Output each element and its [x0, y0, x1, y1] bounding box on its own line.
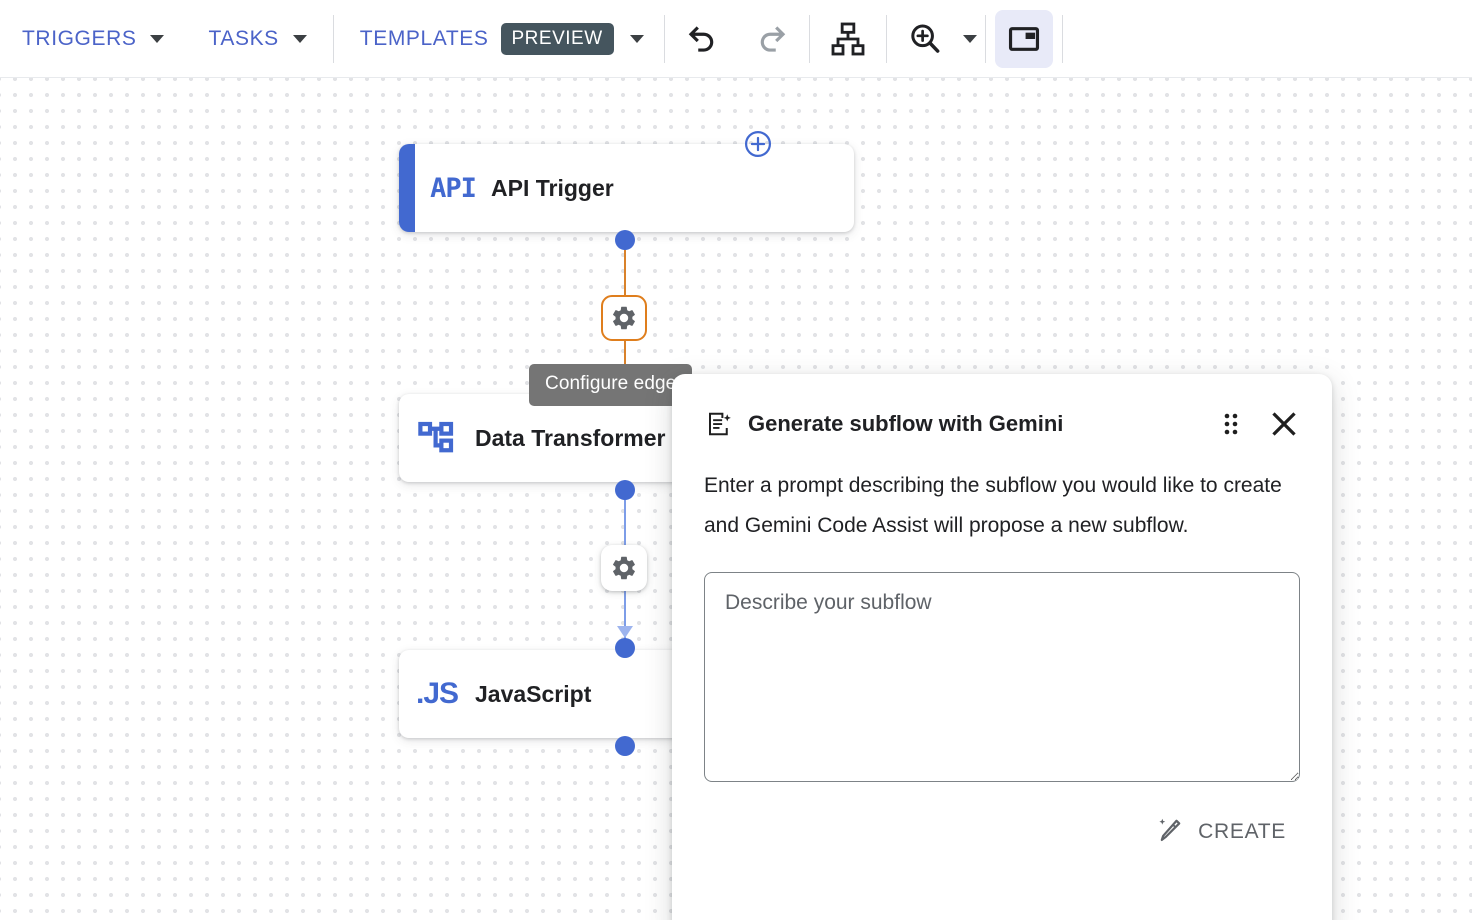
node-accent-bar: [399, 144, 415, 232]
zoom-button[interactable]: [891, 10, 981, 68]
document-sparkle-icon: [704, 409, 734, 439]
toolbar-divider: [885, 14, 887, 63]
close-button[interactable]: [1268, 408, 1300, 440]
auto-layout-button[interactable]: [819, 10, 877, 68]
templates-menu-label: TEMPLATES: [359, 26, 489, 50]
tasks-menu[interactable]: TASKS: [186, 0, 328, 77]
configure-edge-button-2[interactable]: [601, 545, 647, 591]
preview-badge: PREVIEW: [500, 22, 614, 55]
drag-handle-icon[interactable]: [1216, 409, 1246, 439]
redo-icon: [760, 25, 785, 52]
undo-icon: [688, 25, 713, 52]
hierarchy-icon: [399, 417, 475, 459]
create-button-label: CREATE: [1198, 819, 1286, 843]
picture-in-picture-button[interactable]: [994, 9, 1053, 68]
toolbar-divider: [1061, 14, 1063, 63]
configure-edge-tooltip: Configure edge: [529, 364, 693, 406]
toolbar-divider: [808, 14, 810, 63]
triggers-menu[interactable]: TRIGGERS: [0, 0, 186, 77]
tasks-menu-label: TASKS: [208, 26, 279, 50]
top-toolbar: TRIGGERS TASKS TEMPLATES PREVIEW: [0, 0, 1472, 78]
data-transformer-node-label: Data Transformer: [475, 424, 666, 451]
dialog-description: Enter a prompt describing the subflow yo…: [704, 474, 1282, 537]
api-trigger-node[interactable]: API API Trigger: [399, 144, 854, 232]
redo-button[interactable]: [742, 10, 800, 68]
zoom-icon-wrap: [896, 10, 954, 68]
add-node-button[interactable]: [744, 130, 772, 158]
port-data-transformer-output[interactable]: [615, 480, 635, 500]
zoom-in-icon: [910, 24, 940, 53]
javascript-node-label: JavaScript: [475, 680, 592, 707]
chevron-down-icon: [150, 34, 165, 43]
api-glyph: API: [430, 172, 477, 204]
magic-wand-icon-svg: [1159, 818, 1181, 842]
dialog-title: Generate subflow with Gemini: [748, 411, 1064, 436]
triggers-menu-label: TRIGGERS: [22, 26, 137, 50]
configure-edge-button-1[interactable]: [601, 295, 647, 341]
api-icon: API: [415, 173, 491, 204]
templates-menu[interactable]: TEMPLATES PREVIEW: [338, 0, 660, 77]
generate-subflow-dialog: Generate subflow with Gemini Enter a pro…: [672, 374, 1332, 920]
flow-canvas[interactable]: API API Trigger Data Transformer .JS Jav…: [0, 78, 1472, 920]
drag-handle-icon-svg: [1224, 413, 1238, 435]
undo-button[interactable]: [674, 10, 732, 68]
hierarchy-icon: [831, 22, 865, 55]
gear-icon: [613, 306, 635, 330]
document-sparkle-icon-svg: [709, 412, 731, 436]
javascript-icon: .JS: [399, 677, 475, 711]
api-trigger-node-label: API Trigger: [491, 174, 614, 201]
gear-icon: [613, 556, 635, 580]
create-button[interactable]: CREATE: [1148, 810, 1294, 853]
toolbar-divider: [984, 14, 986, 63]
magic-wand-icon: [1156, 816, 1184, 847]
port-javascript-input[interactable]: [615, 638, 635, 658]
close-icon: [1272, 412, 1296, 436]
edge-arrowhead: [617, 626, 633, 638]
toolbar-divider: [663, 14, 665, 63]
chevron-down-icon: [629, 34, 644, 43]
toolbar-divider: [332, 14, 334, 63]
chevron-down-icon: [962, 34, 977, 43]
port-javascript-output[interactable]: [615, 736, 635, 756]
port-api-trigger-output[interactable]: [615, 230, 635, 250]
chevron-down-icon: [292, 34, 307, 43]
dialog-actions: CREATE: [704, 810, 1300, 853]
dialog-header: Generate subflow with Gemini: [704, 404, 1300, 444]
hierarchy-icon-svg: [418, 421, 454, 453]
js-glyph: .JS: [415, 677, 459, 710]
picture-in-picture-icon: [1008, 26, 1039, 51]
plus-circle-icon: [744, 130, 772, 158]
subflow-prompt-input[interactable]: [704, 572, 1300, 782]
